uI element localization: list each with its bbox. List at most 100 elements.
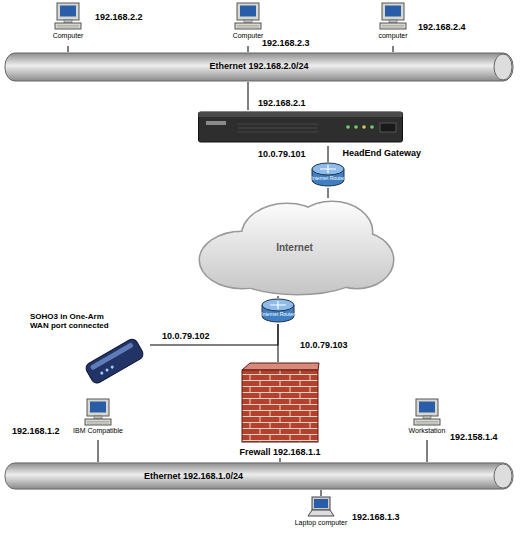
- network-link: [427, 440, 428, 462]
- gateway-device: [198, 110, 403, 144]
- rect-shape: [382, 3, 404, 20]
- gateway-node: HeadEnd Gateway: [198, 110, 403, 146]
- computer-icon: [233, 2, 263, 30]
- network-link: [248, 82, 249, 110]
- ip-address-label: 10.0.79.101: [258, 149, 306, 159]
- computer-icon: [53, 2, 83, 30]
- path-shape: [416, 422, 438, 424]
- node-caption: Computer: [228, 32, 268, 39]
- firewall-node: Frewall 192.168.1.1: [230, 362, 330, 458]
- ip-address-label: 192.158.1.4: [450, 432, 498, 442]
- rect-shape: [240, 6, 256, 17]
- ellipse-shape: [262, 299, 294, 311]
- network-link: [150, 324, 278, 345]
- network-link: [98, 440, 99, 462]
- computer-node: IBM Compatible: [78, 398, 118, 440]
- node-caption: Ethernet 192.168.1.0/24: [144, 471, 243, 481]
- circle-shape: [354, 125, 358, 129]
- computer-node: Computer: [48, 2, 88, 46]
- router-node: Internet Router: [310, 162, 346, 188]
- path-shape: [57, 26, 79, 28]
- node-caption: HeadEnd Gateway: [342, 148, 421, 158]
- network-link: [321, 490, 322, 496]
- polygon-shape: [308, 510, 334, 516]
- network-link: [328, 188, 329, 198]
- rect-shape: [414, 419, 440, 425]
- rect-shape: [235, 23, 261, 29]
- rect-shape: [312, 497, 330, 510]
- ip-address-label: 192.168.1.2: [12, 426, 60, 436]
- rect-shape: [314, 499, 328, 508]
- ip-address-label: 192.168.2.3: [262, 38, 310, 48]
- rect-shape: [380, 123, 396, 132]
- ethernet-band: Ethernet 192.168.2.0/24: [4, 52, 514, 82]
- ellipse-shape: [312, 163, 344, 175]
- rect-shape: [199, 112, 403, 142]
- node-caption: Ethernet 192.168.2.0/24: [4, 61, 514, 71]
- computer-icon: [378, 2, 408, 30]
- rect-shape: [84, 337, 145, 385]
- ellipse-shape: [494, 464, 512, 488]
- rect-shape: [87, 399, 109, 416]
- computer-node: Workstation: [405, 398, 449, 440]
- circle-shape: [110, 365, 114, 369]
- node-caption: Computer: [48, 32, 88, 39]
- network-link: [248, 46, 249, 52]
- circle-shape: [105, 368, 109, 372]
- rect-shape: [57, 3, 79, 20]
- network-link: [278, 296, 279, 298]
- rect-shape: [5, 53, 513, 81]
- network-link: [68, 46, 69, 52]
- router-node: Internet Router: [258, 298, 298, 324]
- rect-shape: [385, 6, 401, 17]
- rect-shape: [90, 402, 106, 413]
- node-caption: Laptop computer: [291, 519, 351, 526]
- node-caption: Frewall 192.168.1.1: [230, 447, 330, 457]
- rect-shape: [419, 402, 435, 413]
- circle-shape: [370, 125, 374, 129]
- network-link: [280, 458, 281, 462]
- node-caption: IBM Compatible: [73, 427, 123, 434]
- polygon-shape: [242, 363, 319, 370]
- laptop-icon: [306, 496, 336, 518]
- node-caption: Internet Router: [310, 175, 346, 181]
- network-link: [393, 46, 394, 52]
- circle-shape: [346, 125, 350, 129]
- path-shape: [320, 165, 336, 173]
- ip-address-label: 10.0.79.103: [300, 340, 348, 350]
- soho-node: SOHO3 in One-Arm WAN port connected: [30, 312, 150, 394]
- cloud-node: Internet: [192, 198, 397, 296]
- computer-node: computer: [373, 2, 413, 46]
- node-caption: Internet: [192, 242, 397, 253]
- soho-device: [80, 334, 150, 389]
- rect-shape: [199, 112, 403, 117]
- ip-address-label: 192.168.1.3: [352, 512, 400, 522]
- firewall-wall: [240, 362, 320, 444]
- rect-shape: [90, 342, 134, 370]
- circle-shape: [362, 125, 366, 129]
- rect-shape: [380, 23, 406, 29]
- rect-shape: [60, 6, 76, 17]
- node-caption: SOHO3 in One-Arm WAN port connected: [30, 312, 118, 330]
- ip-address-label: 192.168.2.1: [258, 98, 306, 108]
- path-shape: [270, 301, 286, 309]
- rect-shape: [416, 399, 438, 416]
- path-shape: [382, 26, 404, 28]
- rect-shape: [206, 121, 226, 125]
- rect-shape: [237, 3, 259, 20]
- ethernet-pipe: [4, 462, 514, 490]
- ip-address-label: 192.168.2.4: [418, 22, 466, 32]
- path-shape: [238, 124, 318, 132]
- computer-icon: [412, 398, 442, 426]
- rect-shape: [85, 419, 111, 425]
- path-shape: [237, 26, 259, 28]
- rect-shape: [55, 23, 81, 29]
- node-caption: computer: [373, 32, 413, 39]
- g-shape: [84, 337, 145, 385]
- path-shape: [87, 422, 109, 424]
- network-link: [328, 146, 329, 162]
- ip-address-label: 192.168.2.2: [95, 12, 143, 22]
- laptop-node: Laptop computer: [296, 496, 346, 532]
- node-caption: Workstation: [405, 427, 449, 434]
